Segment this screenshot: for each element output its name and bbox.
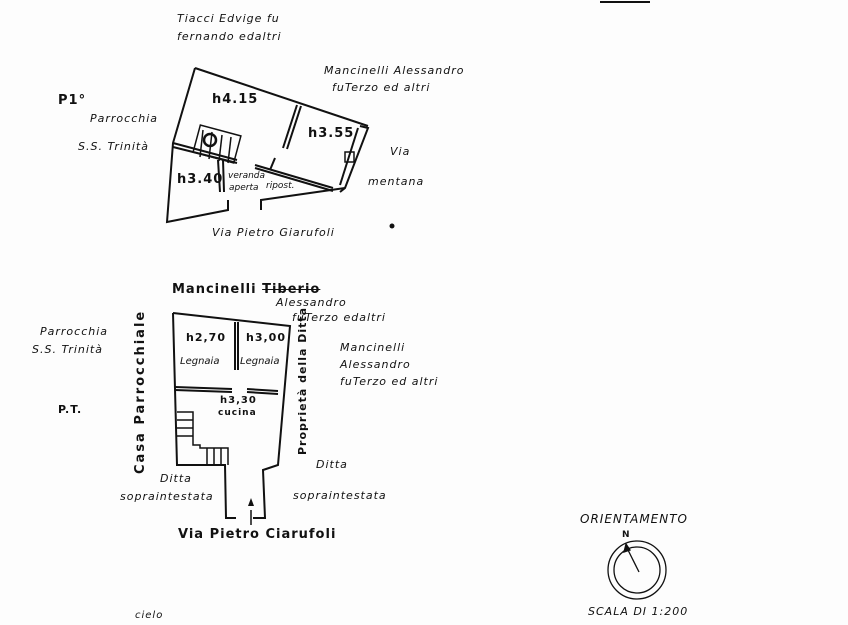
lower-east-owner-3: fuTerzo ed altri bbox=[340, 375, 439, 388]
room-name: Legnaia bbox=[180, 356, 220, 367]
upper-west-owner-2: S.S. Trinità bbox=[78, 140, 149, 153]
lower-north-extra-1: Alessandro bbox=[276, 296, 347, 309]
entrance-arrow-icon bbox=[248, 498, 254, 506]
room-note: aperta bbox=[229, 183, 259, 193]
upper-plan-walls bbox=[165, 67, 370, 224]
upper-stairs-icon bbox=[192, 124, 242, 164]
north-label: N bbox=[622, 530, 631, 540]
scale-label: SCALA DI 1:200 bbox=[588, 605, 689, 618]
upper-north-owner-2: fernando edaltri bbox=[177, 30, 282, 43]
room-height: h3.55 bbox=[308, 126, 355, 141]
upper-east-street-2: mentana bbox=[368, 175, 425, 188]
room-note: veranda bbox=[228, 171, 266, 181]
upper-east-owner-1: Mancinelli Alessandro bbox=[324, 64, 465, 77]
ditta-left-1: Ditta bbox=[160, 472, 192, 485]
upper-north-owner-1: Tiacci Edvige fu bbox=[177, 12, 280, 25]
footer-note: cielo bbox=[135, 610, 164, 621]
ditta-left-2: sopraintestata bbox=[120, 490, 214, 503]
west-building-label: Casa Parrocchiale bbox=[133, 309, 148, 474]
lower-west-owner-1: Parrocchia bbox=[40, 325, 109, 338]
upper-south-street: Via Pietro Giarufoli bbox=[212, 226, 335, 239]
upper-floor-label: P1° bbox=[58, 93, 87, 108]
room-note: ripost. bbox=[266, 181, 295, 191]
room-height: h3.40 bbox=[177, 172, 224, 187]
upper-west-owner-1: Parrocchia bbox=[90, 112, 159, 125]
room-name: Legnaia bbox=[240, 356, 280, 367]
lower-north-owner: Mancinelli Tiberio bbox=[172, 282, 320, 297]
orientation-title: ORIENTAMENTO bbox=[580, 512, 689, 526]
lower-south-street: Via Pietro Ciarufoli bbox=[178, 527, 337, 542]
compass-icon bbox=[607, 540, 667, 600]
upper-east-owner-2: fuTerzo ed altri bbox=[332, 81, 431, 94]
lower-east-owner-1: Mancinelli bbox=[340, 341, 406, 354]
struck-name: Tiberio bbox=[262, 282, 321, 297]
room-name: cucina bbox=[218, 408, 257, 418]
east-building-label: Proprietà della Ditta bbox=[296, 306, 309, 455]
room-height: h3,30 bbox=[220, 395, 257, 406]
lower-plan-walls bbox=[172, 312, 292, 525]
lower-north-extra-2: fuTerzo edaltri bbox=[292, 311, 386, 324]
room-height: h2,70 bbox=[186, 331, 226, 344]
upper-east-street-1: Via bbox=[390, 145, 411, 158]
lower-west-owner-2: S.S. Trinità bbox=[32, 343, 103, 356]
room-height: h3,00 bbox=[246, 331, 286, 344]
ditta-right-2: sopraintestata bbox=[293, 489, 387, 502]
room-height: h4.15 bbox=[212, 92, 259, 107]
ditta-right-1: Ditta bbox=[316, 458, 348, 471]
owner-name: Mancinelli bbox=[172, 282, 257, 297]
lower-stairs-icon bbox=[177, 411, 229, 465]
dot bbox=[389, 223, 395, 229]
lower-floor-label: P.T. bbox=[58, 403, 83, 416]
lower-east-owner-2: Alessandro bbox=[340, 358, 411, 371]
